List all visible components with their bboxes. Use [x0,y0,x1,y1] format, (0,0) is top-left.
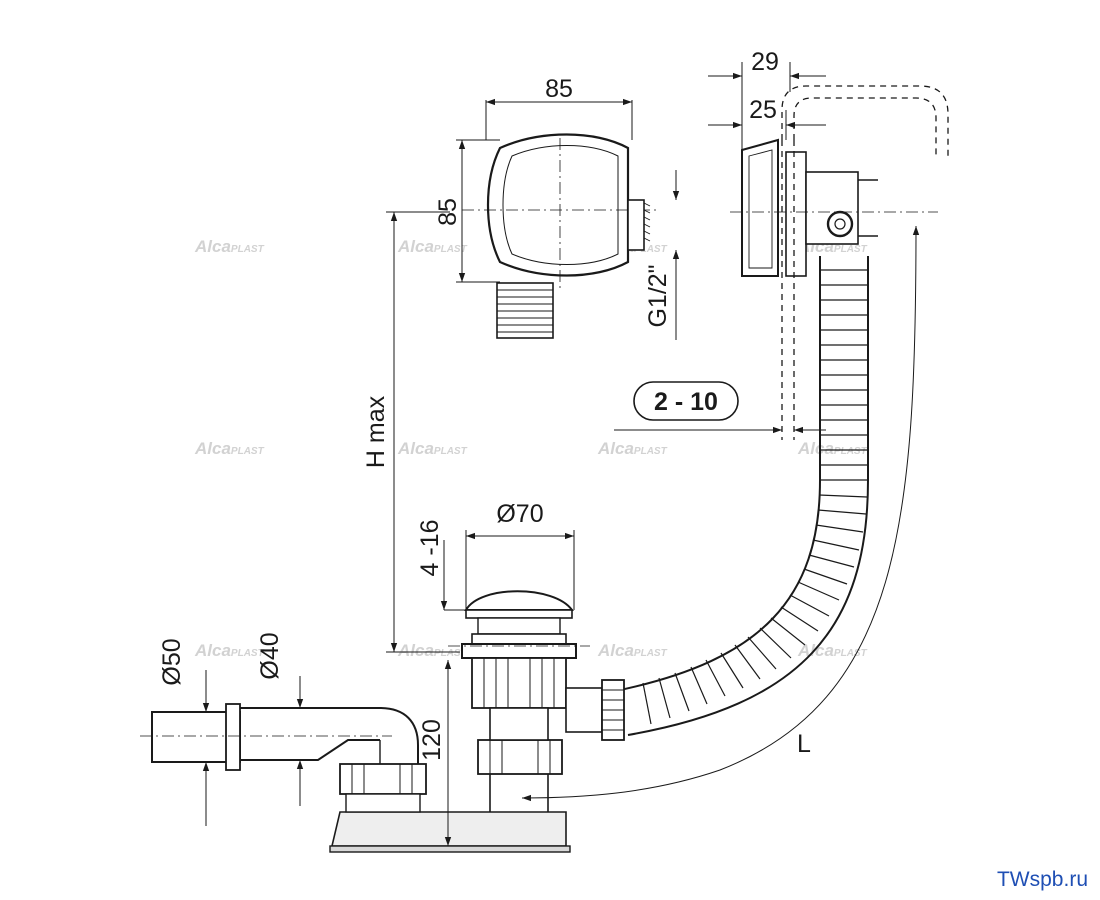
dim-outlet-50: Ø50 [158,638,186,685]
watermark: AlcaPLAST [194,641,265,660]
watermark: AlcaPLAST [597,439,668,458]
wall-thickness-badge [633,381,739,421]
dim-h-max: H max [362,395,390,468]
dim-overflow-outer: 29 [751,48,779,76]
watermark: AlcaPLAST [397,237,468,256]
site-link[interactable]: TWspb.ru [996,868,1088,891]
dim-trap-height: 120 [418,719,446,761]
watermark: AlcaPLAST [194,439,265,458]
dimension-labels: 85 85 G1/2" 29 25 2 - 10 H max 4 -16 Ø70… [158,48,811,761]
dim-thread: G1/2" [644,264,672,327]
watermark: AlcaPLAST [397,439,468,458]
dim-outlet-40: Ø40 [256,632,284,679]
watermark: AlcaPLAST [194,237,265,256]
dim-body-width: 85 [545,75,573,103]
overflow-head [730,138,938,277]
bath-wall [781,85,949,440]
dim-wall-thickness: 2 - 10 [654,388,718,416]
dim-overflow-inner: 25 [749,96,777,124]
dim-plug-diameter: Ø70 [496,500,543,528]
dim-hose-length: L [797,730,811,758]
watermark: AlcaPLAST [797,439,868,458]
dim-body-height: 85 [434,198,462,226]
dim-plug-adjust: 4 -16 [416,520,444,577]
dimension-lines [202,62,920,846]
watermark: AlcaPLAST [397,641,468,660]
drain-assembly [140,590,625,853]
watermark: AlcaPLAST [597,641,668,660]
overflow-body [462,133,660,339]
